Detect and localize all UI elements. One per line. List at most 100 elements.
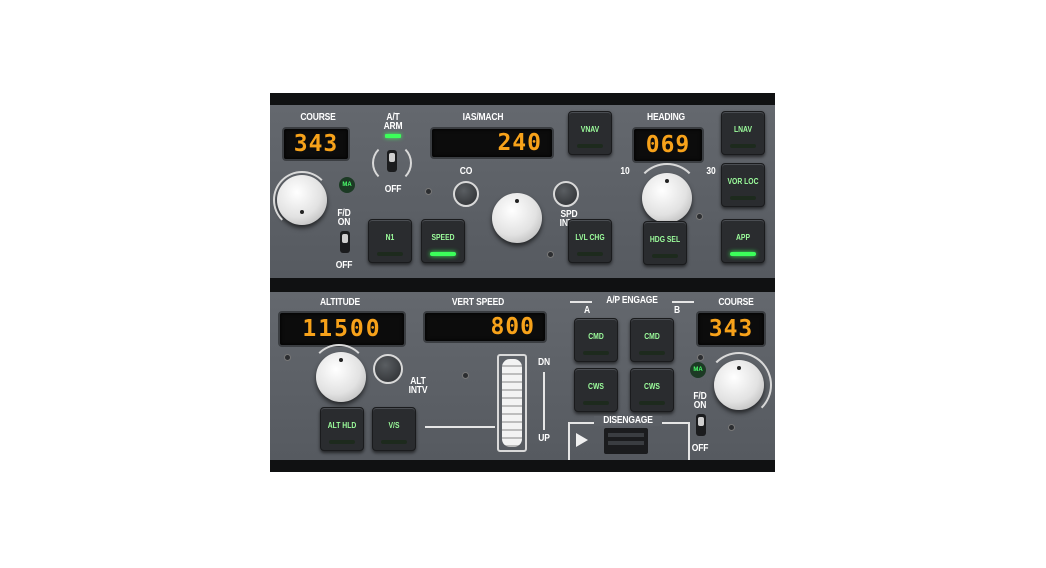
vs-up-label: UP: [538, 433, 550, 444]
n1-led: [377, 252, 403, 256]
course-right-ring: [706, 352, 772, 418]
vs-wheel-frame: [497, 354, 527, 452]
screw: [696, 213, 703, 220]
app-button[interactable]: APP: [721, 219, 765, 263]
ap-bracket-right: [672, 301, 694, 303]
screw: [728, 424, 735, 431]
speed-led: [430, 252, 456, 256]
hdg-sel-led: [652, 254, 678, 258]
fd-switch-left[interactable]: [340, 231, 350, 253]
app-button-label: APP: [736, 233, 750, 242]
ap-bracket-left: [570, 301, 592, 303]
cmd-a-label: CMD: [588, 332, 604, 341]
fd-switch-right[interactable]: [696, 414, 706, 436]
alt-intv-label-1: ALT: [410, 376, 426, 387]
fd-off-right-label: OFF: [691, 443, 709, 454]
co-button[interactable]: [453, 181, 479, 207]
screw: [425, 188, 432, 195]
ias-mach-label: IAS/MACH: [462, 112, 504, 123]
hdg-sel-button[interactable]: HDG SEL: [643, 221, 687, 265]
ap-engage-label: A/P ENGAGE: [606, 295, 658, 306]
bank-limit-30-label: 30: [706, 166, 716, 177]
at-arm-label-1: A/T: [386, 112, 400, 123]
alt-hld-led: [329, 440, 355, 444]
lvl-chg-button[interactable]: LVL CHG: [568, 219, 612, 263]
cws-b-button[interactable]: CWS: [630, 368, 674, 412]
disengage-arrow-icon: [576, 433, 588, 447]
cmd-b-label: CMD: [644, 332, 660, 341]
cws-b-led: [639, 401, 665, 405]
at-arm-switch[interactable]: [387, 150, 397, 172]
course-left-ring: [273, 171, 331, 229]
ap-b-label: B: [674, 305, 680, 316]
vert-speed-display: 800: [423, 311, 547, 343]
n1-button[interactable]: N1: [368, 219, 412, 263]
alt-intv-label-2: INTV: [408, 385, 428, 396]
lnav-led: [730, 144, 756, 148]
screw: [462, 372, 469, 379]
course-right-label: COURSE: [718, 297, 754, 308]
fd-on-right-label-2: ON: [693, 400, 707, 411]
vnav-button[interactable]: VNAV: [568, 111, 612, 155]
cmd-b-led: [639, 351, 665, 355]
fd-on-label-1: F/D: [337, 208, 351, 219]
cws-a-led: [583, 401, 609, 405]
vs-button[interactable]: V/S: [372, 407, 416, 451]
lnav-button-label: LNAV: [733, 125, 753, 134]
lvl-chg-button-label: LVL CHG: [575, 233, 605, 242]
vor-loc-button[interactable]: VOR LOC: [721, 163, 765, 207]
altitude-knob[interactable]: [316, 352, 366, 402]
heading-label: HEADING: [646, 112, 686, 123]
course-right-display: 343: [696, 311, 766, 347]
cws-b-label: CWS: [644, 382, 660, 391]
ias-mach-display: 240: [430, 127, 554, 159]
cmd-a-button[interactable]: CMD: [574, 318, 618, 362]
cmd-a-led: [583, 351, 609, 355]
cmd-b-button[interactable]: CMD: [630, 318, 674, 362]
ias-mach-knob[interactable]: [492, 193, 542, 243]
vs-thumbwheel[interactable]: [502, 359, 522, 447]
vs-divider-line: [425, 426, 495, 428]
fd-ma-light-right: MA: [690, 362, 706, 378]
disengage-label: DISENGAGE: [594, 416, 662, 426]
speed-button[interactable]: SPEED: [421, 219, 465, 263]
heading-display: 069: [632, 127, 704, 163]
at-arm-light: [385, 134, 401, 138]
at-arm-label-2: ARM: [383, 121, 403, 132]
n1-button-label: N1: [385, 233, 395, 242]
heading-knob[interactable]: [642, 173, 692, 223]
at-off-label: OFF: [384, 184, 402, 195]
speed-button-label: SPEED: [431, 233, 455, 242]
app-led: [730, 252, 756, 256]
mcp-bottom-panel: ALTITUDE 11500 ALT INTV ALT HLD V/S VERT…: [270, 292, 775, 460]
hdg-sel-button-label: HDG SEL: [649, 235, 681, 244]
fd-ma-light: MA: [339, 177, 355, 193]
lvl-chg-led: [577, 252, 603, 256]
spd-intv-label-1: SPD: [560, 209, 578, 220]
cws-a-button[interactable]: CWS: [574, 368, 618, 412]
alt-hld-button[interactable]: ALT HLD: [320, 407, 364, 451]
vs-dn-label: DN: [538, 357, 550, 368]
fd-off-label: OFF: [335, 260, 353, 271]
bank-angle-ring: [634, 163, 700, 229]
vs-arrow-line: [543, 372, 545, 430]
fd-on-right-label-1: F/D: [693, 391, 707, 402]
disengage-bar[interactable]: [604, 428, 648, 454]
vs-led: [381, 440, 407, 444]
screw: [697, 354, 704, 361]
lnav-button[interactable]: LNAV: [721, 111, 765, 155]
ap-a-label: A: [584, 305, 590, 316]
vnav-led: [577, 144, 603, 148]
at-arm-ring: [372, 143, 412, 183]
mcp-top-panel: COURSE 343 MA F/D ON OFF A/T ARM OFF IAS…: [270, 105, 775, 278]
screw: [547, 251, 554, 258]
course-right-knob[interactable]: [714, 360, 764, 410]
altitude-label: ALTITUDE: [319, 297, 361, 308]
co-label: CO: [459, 166, 473, 177]
altitude-ring: [310, 344, 368, 402]
fd-on-label-2: ON: [337, 217, 351, 228]
alt-intv-button[interactable]: [373, 354, 403, 384]
spd-intv-button[interactable]: [553, 181, 579, 207]
vs-button-label: V/S: [388, 421, 400, 430]
course-left-display: 343: [282, 127, 350, 161]
